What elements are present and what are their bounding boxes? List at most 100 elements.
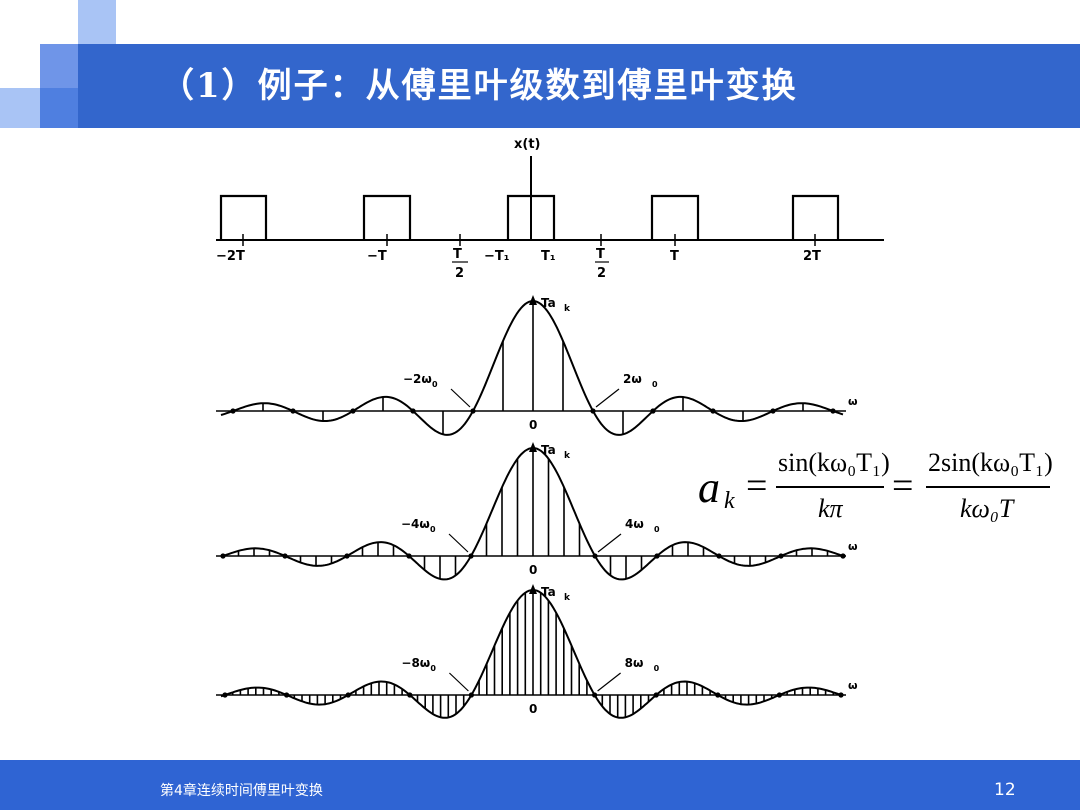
spectrum-ylabel-subscript: k xyxy=(564,451,571,461)
zero-point xyxy=(830,408,836,414)
zero-point xyxy=(407,692,413,698)
formula-lhs: a xyxy=(698,463,720,512)
zero-point xyxy=(468,692,474,698)
tick-label: T xyxy=(670,249,679,264)
zero-leader xyxy=(597,533,622,553)
sinc-envelope xyxy=(220,299,844,436)
pulse xyxy=(650,194,700,240)
equals-sign: = xyxy=(892,465,914,507)
formula-numerator-2: 2sin(kω₀T₁) xyxy=(928,448,1053,477)
zero-point xyxy=(282,553,288,559)
spectrum-ylabel: Ta xyxy=(541,585,556,599)
zero-point xyxy=(590,408,596,414)
fraction-bar xyxy=(776,486,884,488)
zero-point xyxy=(220,553,226,559)
zero-label-subscript: 0 xyxy=(652,380,658,389)
zero-label-right: 2ω xyxy=(623,372,642,386)
zero-label-right: 8ω xyxy=(625,656,644,670)
decor-square xyxy=(78,0,116,44)
origin-label: 0 xyxy=(529,702,537,716)
origin-label: 0 xyxy=(529,563,537,577)
axis-arrow xyxy=(529,295,537,305)
zero-point xyxy=(592,553,598,559)
tick-label: 2 xyxy=(455,266,464,281)
zero-point xyxy=(410,408,416,414)
zero-point xyxy=(715,692,721,698)
omega-axis-label: ω xyxy=(848,679,858,692)
decor-square xyxy=(40,44,78,88)
spectrum-ylabel: Ta xyxy=(541,296,556,310)
formula-denominator-2: kω₀T xyxy=(960,494,1014,523)
zero-leader xyxy=(597,672,621,692)
zero-label-subscript: 0 xyxy=(432,380,438,389)
formula-lhs-subscript: k xyxy=(724,488,735,514)
zero-point xyxy=(650,408,656,414)
title-bar xyxy=(78,44,1080,128)
zero-point xyxy=(840,553,846,559)
zero-label-right: 4ω xyxy=(625,517,644,531)
tick-label: −2T xyxy=(216,249,245,264)
tick-label: 2T xyxy=(803,249,821,264)
zero-label-left: −2ω xyxy=(403,372,432,386)
zero-point xyxy=(776,692,783,698)
zero-point xyxy=(345,692,351,698)
zero-point xyxy=(592,692,598,698)
formula-numerator-1: sin(kω₀T₁) xyxy=(778,448,890,477)
zero-label-subscript: 0 xyxy=(430,525,436,534)
footer-chapter: 第4章连续时间傅里叶变换 xyxy=(160,783,323,799)
zero-point xyxy=(470,408,476,414)
slide-title: （1）例子：从傅里叶级数到傅里叶变换 xyxy=(160,66,798,106)
pulse xyxy=(506,194,556,240)
decor-square xyxy=(40,88,78,128)
pulse xyxy=(219,194,268,240)
tick-label: T xyxy=(453,247,462,262)
zero-label-subscript: 0 xyxy=(654,525,660,534)
zero-point xyxy=(350,408,356,414)
zero-label-subscript: 0 xyxy=(430,664,436,673)
spectrum-ylabel-subscript: k xyxy=(564,304,571,314)
zero-leader xyxy=(448,533,469,553)
tick-label: −T xyxy=(367,249,387,264)
zero-point xyxy=(716,553,722,559)
zero-point xyxy=(406,553,412,559)
zero-point xyxy=(222,692,228,698)
pulse xyxy=(362,194,412,240)
zero-point xyxy=(770,408,776,414)
zero-point xyxy=(344,553,350,559)
origin-label: 0 xyxy=(529,418,537,432)
zero-leader xyxy=(448,672,469,692)
footer-bar xyxy=(0,760,1080,810)
formula-denominator-1: kπ xyxy=(818,494,843,523)
axis-arrow xyxy=(529,442,537,452)
spectrum-ylabel: Ta xyxy=(541,443,556,457)
coefficient-formula: a k = sin(kω₀T₁) kπ = 2sin(kω₀T₁) kω₀T xyxy=(698,446,1058,526)
zero-point xyxy=(290,408,296,414)
zero-point xyxy=(710,408,716,414)
tick-label: T₁ xyxy=(541,249,556,264)
omega-axis-label: ω xyxy=(848,395,858,408)
zero-label-left: −8ω xyxy=(401,656,430,670)
page-number: 12 xyxy=(994,780,1016,800)
equals-sign: = xyxy=(746,465,768,507)
zero-label-left: −4ω xyxy=(401,517,430,531)
zero-point xyxy=(778,553,784,559)
zero-leader xyxy=(595,388,620,408)
decor-square xyxy=(0,88,40,128)
spectrum-ylabel-subscript: k xyxy=(564,593,571,603)
zero-point xyxy=(653,692,659,698)
zero-point xyxy=(230,408,236,414)
tick-label: −T₁ xyxy=(484,249,509,264)
zero-leader xyxy=(450,388,471,408)
zero-point xyxy=(654,553,660,559)
zero-point xyxy=(468,553,474,559)
sinc-envelope xyxy=(220,588,844,719)
zero-point xyxy=(838,692,844,698)
pulse xyxy=(791,194,840,240)
tick-label: T xyxy=(596,247,605,262)
zero-label-subscript: 0 xyxy=(654,664,660,673)
square-wave-plot: x(t) −2T −T T 2 −T₁ T₁ T 2 T 2T xyxy=(216,137,884,281)
zero-point xyxy=(284,692,290,698)
xt-label: x(t) xyxy=(514,137,540,152)
